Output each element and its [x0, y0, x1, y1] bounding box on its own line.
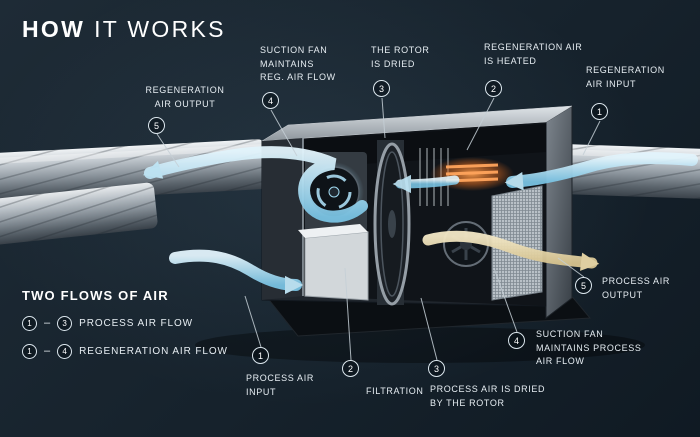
legend-badge-1: 1	[22, 344, 37, 359]
callout-label-suction-fan-reg: SUCTION FAN MAINTAINS REG. AIR FLOW	[260, 45, 336, 82]
callout-badge-suction-fan-reg: 4	[262, 92, 279, 109]
floor-shadow	[195, 327, 645, 363]
badge-number: 1	[27, 319, 32, 328]
process-air-arrow-in	[169, 249, 304, 295]
page-title: HOW IT WORKS	[22, 16, 226, 43]
callout-label-process-air-dried: PROCESS AIR IS DRIED BY THE ROTOR	[430, 384, 546, 408]
callout-badge-process-air-output: 5	[575, 277, 592, 294]
badge-number: 1	[27, 347, 32, 356]
callout-badge-process-air-dried: 3	[428, 360, 445, 377]
process-air-arrow-out	[422, 230, 600, 271]
callout-badge-regeneration-air-output: 5	[148, 117, 165, 134]
badge-number: 3	[378, 83, 384, 94]
callout-label-suction-fan-process: SUCTION FAN MAINTAINS PROCESS AIR FLOW	[536, 329, 642, 366]
badge-number: 2	[490, 83, 496, 94]
callout-label-rotor-is-dried: THE ROTOR IS DRIED	[371, 45, 430, 69]
callout-badge-regeneration-air-heated: 2	[485, 80, 502, 97]
badge-number: 5	[580, 280, 586, 291]
callout-badge-filtration: 2	[342, 360, 359, 377]
leader-lines	[156, 97, 601, 361]
callout-label-filtration: FILTRATION	[366, 386, 424, 396]
page-title-how: HOW	[22, 16, 86, 42]
badge-number: 1	[596, 106, 602, 117]
legend-row-process-air-flow: 1 – 3 PROCESS AIR FLOW	[22, 316, 193, 331]
regeneration-air-arrow-in	[504, 152, 698, 191]
filter-mesh	[491, 185, 543, 301]
badge-number: 3	[62, 319, 67, 328]
legend-dash: –	[44, 345, 51, 357]
badge-number: 1	[257, 350, 263, 361]
callout-label-process-air-output: PROCESS AIR OUTPUT	[602, 276, 670, 300]
badge-number: 3	[433, 363, 439, 374]
legend-heading: TWO FLOWS OF AIR	[22, 288, 169, 303]
legend-dash: –	[44, 317, 51, 329]
callout-badge-process-air-input: 1	[252, 347, 269, 364]
left-duct	[0, 139, 267, 204]
callout-label-regeneration-air-heated: REGENERATION AIR IS HEATED	[484, 42, 583, 66]
badge-number: 4	[513, 335, 519, 346]
filter-box	[298, 224, 369, 301]
legend-label-process-air-flow: PROCESS AIR FLOW	[79, 318, 193, 329]
lower-left-duct	[0, 182, 158, 245]
regeneration-air-arrow-out	[142, 146, 368, 223]
legend-badge-1: 1	[22, 316, 37, 331]
badge-number: 5	[153, 120, 159, 131]
regeneration-air-arrow-mid	[392, 174, 460, 194]
legend-badge-3: 3	[57, 316, 73, 331]
legend-row-regeneration-air-flow: 1 – 4 REGENERATION AIR FLOW	[22, 344, 228, 359]
callout-badge-rotor-is-dried: 3	[373, 80, 390, 97]
legend-badge-4: 4	[57, 344, 73, 359]
badge-number: 2	[347, 363, 353, 374]
page-title-it-works: IT WORKS	[94, 16, 226, 42]
rotor	[373, 140, 411, 306]
callout-badge-regeneration-air-input: 1	[591, 103, 608, 120]
callout-label-process-air-input: PROCESS AIR INPUT	[246, 373, 314, 397]
badge-number: 4	[62, 347, 67, 356]
legend-label-regeneration-air-flow: REGENERATION AIR FLOW	[79, 346, 228, 357]
badge-number: 4	[267, 95, 273, 106]
callout-label-regeneration-air-input: REGENERATION AIR INPUT	[586, 65, 665, 89]
callout-label-regeneration-air-output: REGENERATION AIR OUTPUT	[145, 85, 225, 109]
callout-badge-suction-fan-process: 4	[508, 332, 525, 349]
